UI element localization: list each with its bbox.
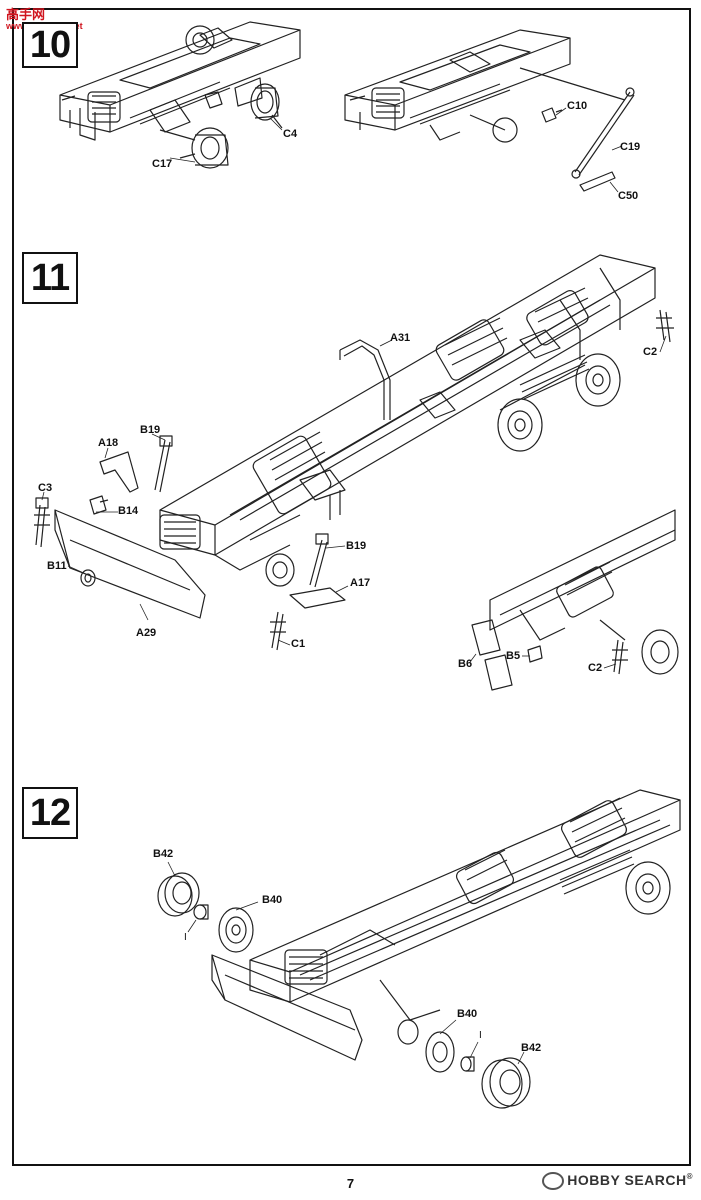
- b11-part: [80, 569, 96, 587]
- label-c2-inset: C2: [588, 662, 603, 674]
- b5-part: [527, 645, 543, 663]
- step-12-number: 12: [22, 787, 78, 839]
- i-lower: [460, 1056, 475, 1072]
- a31-part: [339, 339, 391, 420]
- page-border: [12, 8, 691, 1166]
- hobby-search-logo-icon: [542, 1172, 565, 1191]
- b6-part: [471, 619, 513, 691]
- b40-lower-wheel: [425, 1031, 455, 1073]
- label-c19: C19: [620, 141, 641, 153]
- label-c1: C1: [291, 638, 306, 650]
- label-c10: C10: [567, 100, 588, 112]
- b42-lower-tire: [481, 1057, 531, 1109]
- label-a29: A29: [136, 627, 157, 639]
- label-c4: C4: [283, 128, 298, 140]
- label-b19-lower: B19: [346, 540, 367, 552]
- a17-part: [289, 587, 346, 609]
- c2-inset: [612, 639, 628, 675]
- c17-brake: [159, 127, 229, 169]
- label-a18: A18: [98, 437, 119, 449]
- label-b40-lower: B40: [457, 1008, 478, 1020]
- label-b42-lower: B42: [521, 1042, 542, 1054]
- label-b40-upper: B40: [262, 894, 283, 906]
- b19-upper: [154, 435, 173, 493]
- label-b6: B6: [458, 658, 473, 670]
- watermark-hobby-search: HOBBY SEARCH®: [542, 1172, 693, 1191]
- i-upper: [193, 904, 209, 920]
- step-10-number: 10: [22, 22, 78, 68]
- label-c50: C50: [618, 190, 639, 202]
- label-b14: B14: [118, 505, 139, 517]
- label-a17: A17: [350, 577, 371, 589]
- c10-part: [541, 107, 563, 123]
- watermark-brand: HOBBY SEARCH: [567, 1172, 687, 1188]
- b14-part: [89, 495, 109, 515]
- c1-part: [270, 611, 286, 651]
- page-number: 7: [346, 1176, 355, 1191]
- c3-part: [34, 497, 50, 548]
- step-11-main-chassis: [159, 254, 656, 571]
- c4-hub: [250, 83, 283, 129]
- step-11-front-hub: [265, 553, 295, 587]
- label-c17: C17: [152, 158, 173, 170]
- step-11-rear-wheels: [497, 353, 621, 452]
- label-b11: B11: [47, 560, 67, 572]
- b42-upper-tire: [157, 872, 200, 917]
- label-c3: C3: [38, 482, 53, 494]
- label-b5: B5: [506, 650, 521, 662]
- step-11-number: 11: [22, 252, 78, 304]
- label-a31: A31: [390, 332, 411, 344]
- a18-part: [99, 451, 139, 493]
- step-10-right-chassis: [344, 29, 571, 143]
- b19-lower: [309, 533, 329, 588]
- label-c2-top: C2: [643, 346, 658, 358]
- label-b19-upper: B19: [140, 424, 161, 436]
- label-b42-upper: B42: [153, 848, 174, 860]
- step-10-left-chassis: [59, 21, 301, 141]
- c19-rod: [519, 67, 635, 179]
- step-12-chassis: [249, 789, 681, 1045]
- label-i-upper: I: [184, 932, 187, 943]
- label-i-lower: I: [479, 1030, 482, 1041]
- c50-part: [579, 171, 616, 192]
- step-12-bumper: [211, 954, 363, 1061]
- b40-upper-wheel: [218, 907, 254, 953]
- c2-top: [656, 309, 674, 343]
- a29-bumper: [54, 509, 206, 619]
- registered-mark: ®: [686, 1172, 693, 1181]
